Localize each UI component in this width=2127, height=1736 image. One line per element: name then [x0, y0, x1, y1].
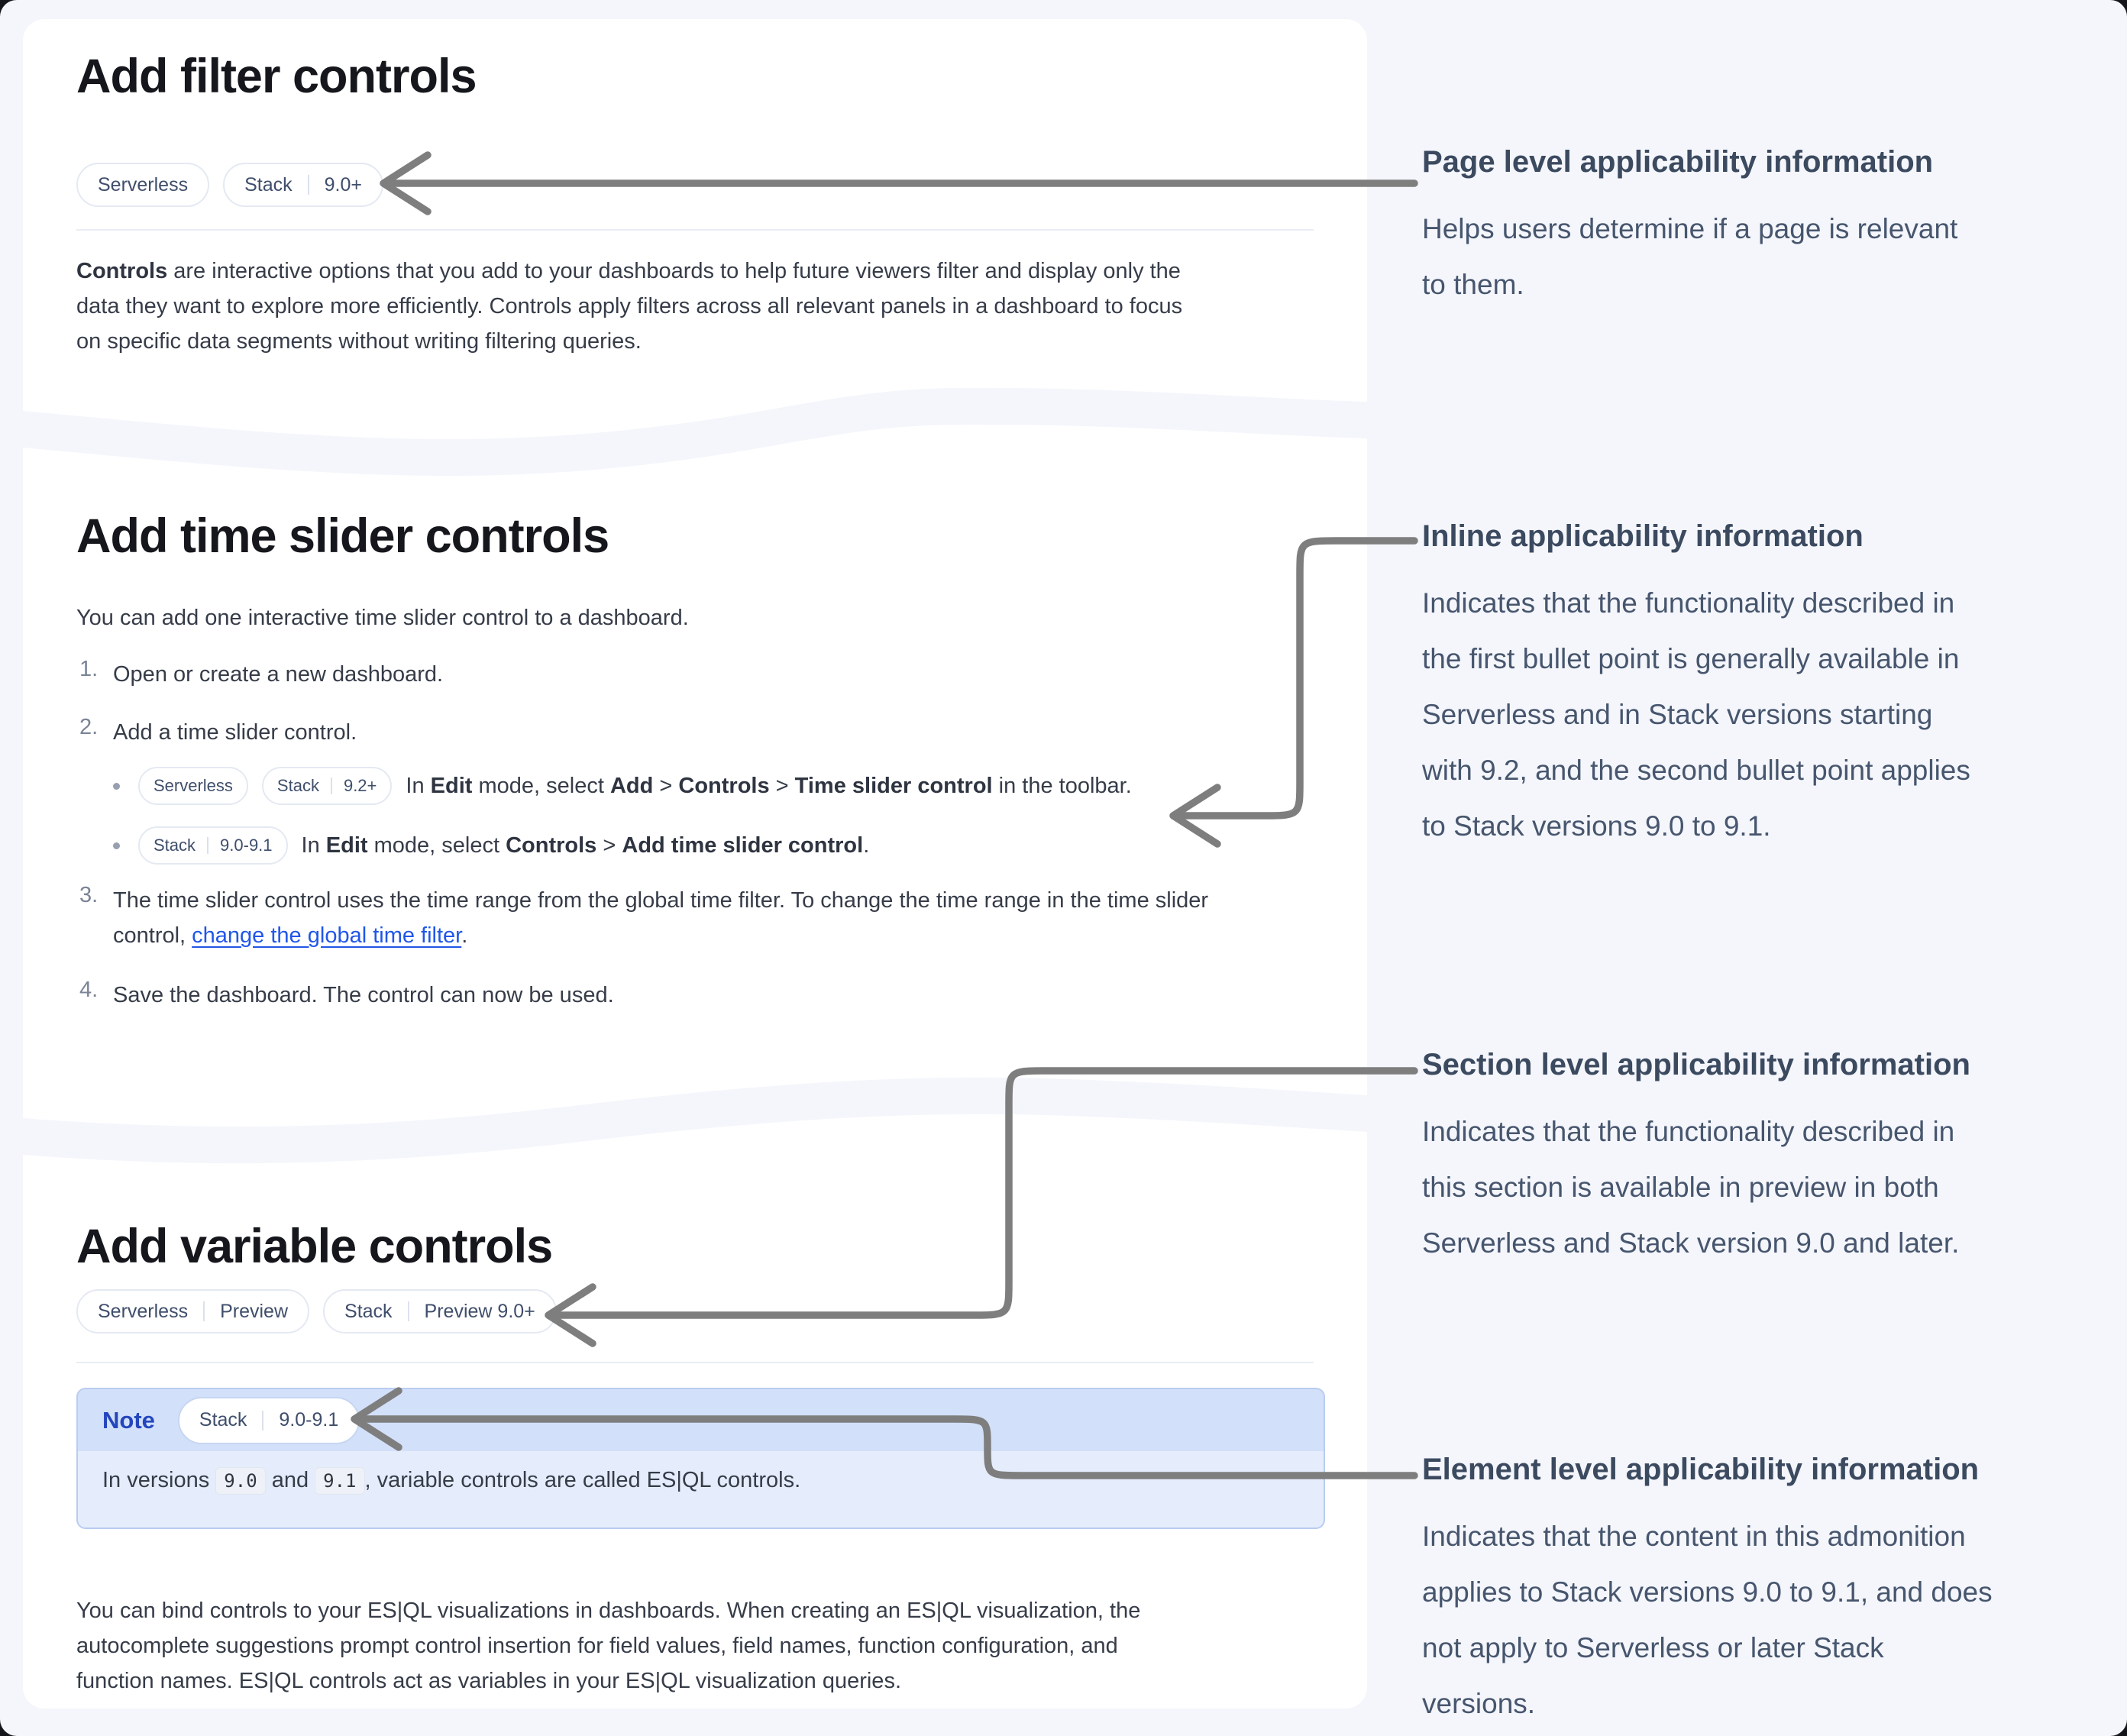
badge-segment: 9.2+ [343, 776, 377, 795]
annotation-title: Page level applicability information [1422, 145, 1934, 179]
badge-segment: Serverless [98, 173, 189, 196]
badge-divider [307, 175, 309, 195]
note-admonition: Note Stack 9.0-9.1 In versions 9.0 and 9.… [76, 1388, 1325, 1529]
annotation-page-level: Page level applicability information Hel… [1422, 145, 2109, 312]
note-header: Note Stack 9.0-9.1 [78, 1389, 1324, 1451]
text-line: Indicates that the functionality describ… [1422, 587, 1955, 619]
text-line: Indicates that the functionality describ… [1422, 1116, 1955, 1147]
note-body: In versions 9.0 and 9.1, variable contro… [78, 1451, 1324, 1510]
text-line: Helps users determine if a page is relev… [1422, 213, 1958, 244]
text-line: You can bind controls to your ES|QL visu… [76, 1599, 1141, 1623]
variable-controls-paragraph: You can bind controls to your ES|QL visu… [76, 1593, 1314, 1699]
text-line: The time slider control uses the time ra… [113, 888, 1209, 913]
annotation-body: Indicates that the functionality describ… [1422, 575, 2109, 854]
badge-serverless: Serverless [76, 163, 210, 207]
annotation-element-level: Element level applicability information … [1422, 1453, 2109, 1731]
text-line: the first bullet point is generally avai… [1422, 643, 1960, 674]
badge-segment: Serverless [98, 1300, 189, 1322]
badge-stack-9-0: Stack 9.0+ [223, 163, 383, 207]
text-line: to Stack versions 9.0 to 9.1. [1422, 810, 1771, 842]
annotation-body: Indicates that the functionality describ… [1422, 1104, 2109, 1271]
badge-stack-preview-9-0: Stack Preview 9.0+ [323, 1289, 557, 1334]
step-number: 3. [79, 883, 99, 907]
text-line: with 9.2, and the second bullet point ap… [1422, 755, 1970, 786]
text-line: not apply to Serverless or later Stack [1422, 1632, 1884, 1663]
bullet-text: In Edit mode, select Add > Controls > Ti… [406, 773, 1132, 798]
text-line: versions. [1422, 1688, 1536, 1719]
bullet-stack-9-0-9-1: Stack 9.0-9.1 In Edit mode, select Contro… [113, 826, 869, 865]
step-4: 4. Save the dashboard. The control can n… [79, 978, 614, 1013]
step-number: 1. [79, 657, 99, 681]
step-text: Add a time slider control. [113, 720, 357, 745]
badge-divider [407, 1301, 409, 1321]
text-line: Indicates that the content in this admon… [1422, 1521, 1966, 1552]
badge-segment: Stack [344, 1300, 393, 1322]
annotation-title: Inline applicability information [1422, 519, 1864, 553]
annotation-body: Helps users determine if a page is relev… [1422, 201, 2109, 312]
text-line: Serverless and in Stack versions startin… [1422, 699, 1933, 730]
section-title-time-slider: Add time slider controls [76, 509, 609, 563]
annotation-inline-level: Inline applicability information Indicat… [1422, 519, 2109, 854]
badge-segment: Stack [276, 776, 319, 795]
badge-serverless: Serverless [138, 767, 248, 805]
note-label: Note [102, 1406, 155, 1434]
badge-segment: 9.0-9.1 [279, 1409, 339, 1431]
annotation-body: Indicates that the content in this admon… [1422, 1508, 2109, 1731]
badge-stack-9-2: Stack 9.2+ [261, 767, 393, 805]
text-line: applies to Stack versions 9.0 to 9.1, an… [1422, 1576, 1993, 1608]
page-title: Add filter controls [76, 50, 477, 103]
badge-segment: 9.0+ [324, 173, 362, 196]
section-badges: Serverless Preview Stack Preview 9.0+ [76, 1289, 557, 1334]
annotation-title: Element level applicability information [1422, 1453, 1980, 1486]
text-line: to them. [1422, 269, 1524, 300]
badge-segment: Preview 9.0+ [424, 1300, 535, 1322]
badge-segment: Stack [199, 1409, 247, 1431]
step-text: The time slider control uses the time ra… [113, 883, 1208, 953]
section-title-variable-controls: Add variable controls [76, 1220, 553, 1273]
step-number: 4. [79, 978, 99, 1002]
badge-segment: Stack [244, 173, 293, 196]
time-slider-intro: You can add one interactive time slider … [76, 600, 1314, 635]
bullet-icon [113, 782, 120, 790]
badge-stack-9-0-9-1: Stack 9.0-9.1 [177, 1396, 360, 1444]
badge-divider [330, 777, 332, 794]
badge-segment: 9.0-9.1 [220, 836, 273, 855]
badge-divider [262, 1410, 264, 1431]
inline-code: 9.0 [215, 1467, 266, 1495]
text-line: data they want to explore more efficient… [76, 294, 1183, 318]
badge-segment: Stack [154, 836, 196, 855]
annotation-section-level: Section level applicability information … [1422, 1048, 2109, 1271]
bullet-icon [113, 842, 120, 849]
divider [76, 1362, 1314, 1363]
step-text: Open or create a new dashboard. [113, 662, 444, 687]
badge-segment: Preview [220, 1300, 289, 1322]
bullet-serverless-stack-9-2: Serverless Stack 9.2+ In Edit mode, selec… [113, 767, 1132, 805]
bullet-text: In Edit mode, select Controls > Add time… [301, 832, 870, 858]
page-badges: Serverless Stack 9.0+ [76, 163, 383, 207]
step-text: Save the dashboard. The control can now … [113, 983, 614, 1007]
badge-segment: Serverless [154, 776, 233, 795]
step-1: 1. Open or create a new dashboard. [79, 657, 443, 692]
badge-divider [203, 1301, 205, 1321]
text-line: function names. ES|QL controls act as va… [76, 1669, 901, 1693]
intro-paragraph: Controls are interactive options that yo… [76, 254, 1314, 359]
text-line: autocomplete suggestions prompt control … [76, 1634, 1118, 1658]
text-line: Controls are interactive options that yo… [76, 259, 1181, 283]
text-line: on specific data segments without writin… [76, 329, 642, 354]
intro-line: You can add one interactive time slider … [76, 606, 689, 630]
annotation-title: Section level applicability information [1422, 1048, 1970, 1081]
step-3: 3. The time slider control uses the time… [79, 883, 1208, 953]
inline-link[interactable]: change the global time filter [192, 923, 462, 948]
text-line: this section is available in preview in … [1422, 1172, 1939, 1203]
text-line: control, change the global time filter. [113, 923, 468, 948]
badge-serverless-preview: Serverless Preview [76, 1289, 310, 1334]
divider [76, 229, 1314, 231]
step-number: 2. [79, 715, 99, 739]
inline-code: 9.1 [315, 1467, 365, 1495]
badge-divider [207, 837, 209, 854]
step-2: 2. Add a time slider control. [79, 715, 357, 750]
text-line: Serverless and Stack version 9.0 and lat… [1422, 1227, 1960, 1259]
badge-stack-9-0-9-1: Stack 9.0-9.1 [138, 826, 288, 865]
